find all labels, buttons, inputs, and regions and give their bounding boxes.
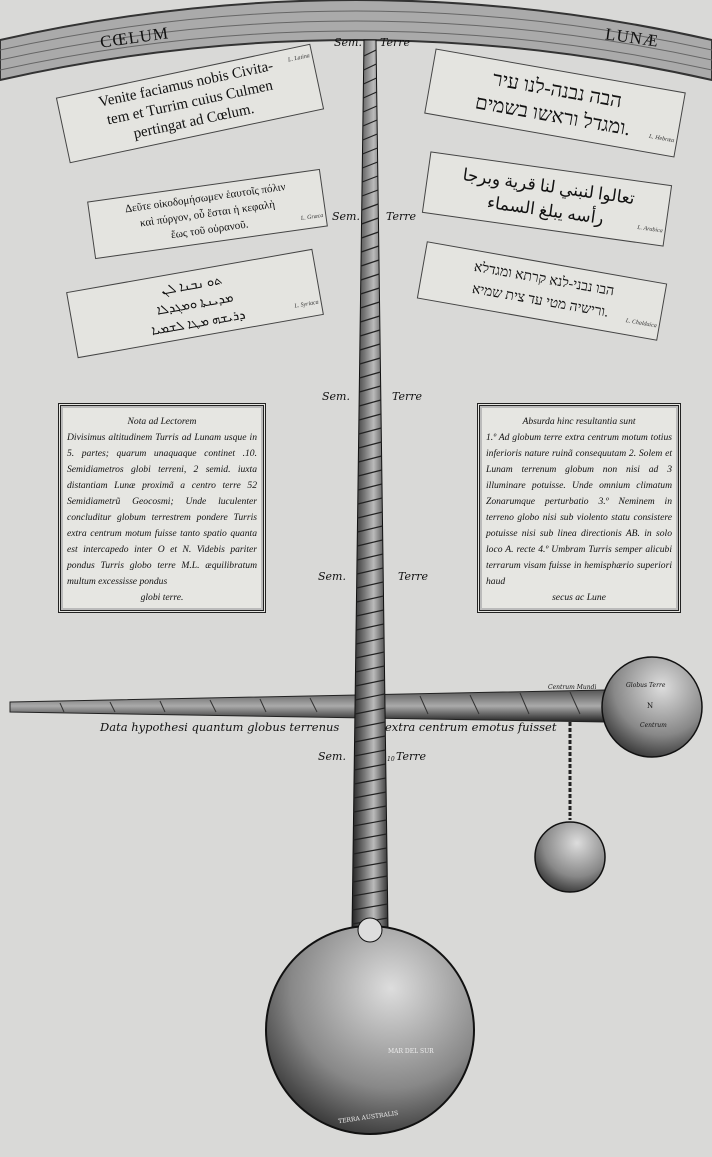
scale-label-terre: Terre [398, 570, 429, 583]
tower-ramp-segment [356, 567, 384, 575]
scroll-language-label: L. Hebræa [648, 133, 675, 145]
tower-ramp-segment [361, 217, 379, 225]
beam-caption-left: Data hypothesi quantum globus terrenus [100, 720, 340, 734]
scroll-language-label: L. Chaldaica [625, 318, 658, 330]
tower-ramp-segment [357, 483, 383, 491]
scale-label-terre: Terre [380, 36, 411, 49]
tower-ramp-segment [355, 679, 385, 687]
tower-ramp-segment [359, 343, 381, 351]
note-ending: secus ac Lune [552, 592, 606, 603]
tower-ramp-segment [357, 525, 383, 533]
scroll-language-label: L. Syriaca [293, 299, 320, 310]
scroll-language-label: L. Arabica [636, 224, 664, 235]
scale-label-sem: Sem. [322, 390, 350, 403]
tower-ramp-segment [361, 231, 379, 239]
absurdities-box: Absurda hinc resultantia sunt 1.º Ad glo… [477, 403, 681, 613]
tower-ramp-segment [358, 441, 382, 449]
tower-ramp-segment [360, 273, 380, 281]
tower-ramp-segment [353, 791, 387, 799]
scale-label-terre: Terre [386, 210, 417, 223]
label-centrum: Centrum [640, 722, 667, 729]
note-title: Absurda hinc resultantia sunt [522, 416, 636, 427]
tower-ramp-segment [356, 553, 384, 561]
tower-ramp-segment [352, 903, 388, 911]
tower-ramp-segment [362, 133, 378, 141]
tower-ramp-segment [361, 203, 379, 211]
tower-ramp-segment [355, 651, 385, 659]
tower-ramp-segment [363, 91, 377, 99]
scale-label-sem: Sem. [318, 750, 346, 763]
tower-ramp-segment [362, 161, 378, 169]
tower-of-babel [351, 39, 389, 931]
tower-ramp-segment [355, 693, 385, 701]
tower-ramp-segment [353, 833, 387, 841]
label-n: N [647, 702, 654, 710]
tower-ramp-segment [357, 539, 383, 547]
tower-ramp-segment [355, 623, 385, 631]
scale-label-terre: Terre [392, 390, 423, 403]
scale-label-sem: Sem. [332, 210, 360, 223]
tower-ramp-segment [360, 259, 380, 267]
earth-globe-hanging [534, 821, 606, 893]
note-body: 1.º Ad globum terre extra centrum motum … [486, 432, 672, 587]
beam-caption-right: extra centrum emotus fuisset [385, 720, 557, 734]
tower-ramp-segment [362, 147, 378, 155]
scale-label-terre: Terre [396, 750, 427, 763]
label-centrum-mundi: Centrum Mundi [548, 684, 597, 691]
scroll-language-label: L. Græca [300, 212, 324, 223]
tower-ramp-segment [356, 581, 384, 589]
tower-ramp-segment [361, 189, 379, 197]
scale-label-sem: Sem. [334, 36, 362, 49]
tower-ramp-segment [360, 315, 380, 323]
tower-ramp-segment [356, 609, 384, 617]
tower-ramp-segment [357, 497, 383, 505]
note-title: Nota ad Lectorem [127, 416, 197, 427]
tower-ramp-segment [359, 357, 381, 365]
tower-ramp-segment [358, 427, 382, 435]
earth-globe-displaced [601, 656, 703, 758]
tower-ramp-segment [352, 889, 388, 897]
tower-ramp-segment [353, 819, 387, 827]
tower-ramp-segment [352, 861, 388, 869]
note-ending: globi terre. [140, 592, 184, 603]
tower-ramp-segment [356, 595, 384, 603]
tower-ramp-segment [361, 245, 379, 253]
note-body: Divisimus altitudinem Turris ad Lunam us… [67, 432, 257, 587]
tower-ramp-segment [360, 287, 380, 295]
label-mar-del-sur: MAR DEL SUR [388, 1048, 434, 1055]
horizontal-tower-beam [9, 689, 606, 723]
tower-ramp-segment [353, 847, 387, 855]
tower-ramp-segment [358, 455, 382, 463]
tower-ramp-segment [355, 637, 385, 645]
tower-ramp-segment [355, 665, 385, 673]
tower-ramp-segment [354, 721, 386, 729]
tower-ramp-segment [354, 763, 386, 771]
tower-ramp-segment [359, 385, 381, 393]
tower-ramp-segment [358, 469, 382, 477]
tower-ramp-segment [360, 301, 380, 309]
tower-ramp-segment [353, 805, 387, 813]
label-globus-terre: Globus Terre [626, 682, 666, 689]
tower-ramp-segment [352, 875, 388, 883]
tower-ramp-segment [353, 777, 387, 785]
heaven-band [0, 0, 712, 82]
tower-ramp-segment [363, 63, 377, 71]
tower-ramp-segment [361, 175, 379, 183]
tower-ramp-segment [359, 371, 381, 379]
tower-ramp-segment [363, 77, 377, 85]
tower-ramp-segment [359, 329, 381, 337]
scale-label-sem: Sem. [318, 570, 346, 583]
scale-label-number: 10 [387, 756, 395, 763]
tower-ramp-segment [354, 735, 386, 743]
tower-ramp-segment [362, 105, 378, 113]
tower-ramp-segment [357, 511, 383, 519]
note-to-reader-box: Nota ad Lectorem Divisimus altitudinem T… [58, 403, 266, 613]
earth-globe-large [265, 925, 475, 1135]
tower-ramp-segment [358, 399, 382, 407]
tower-ramp-segment [354, 707, 386, 715]
tower-ramp-segment [358, 413, 382, 421]
tower-ramp-segment [363, 49, 377, 57]
tower-ramp-segment [362, 119, 378, 127]
tower-ramp-segment [354, 749, 386, 757]
